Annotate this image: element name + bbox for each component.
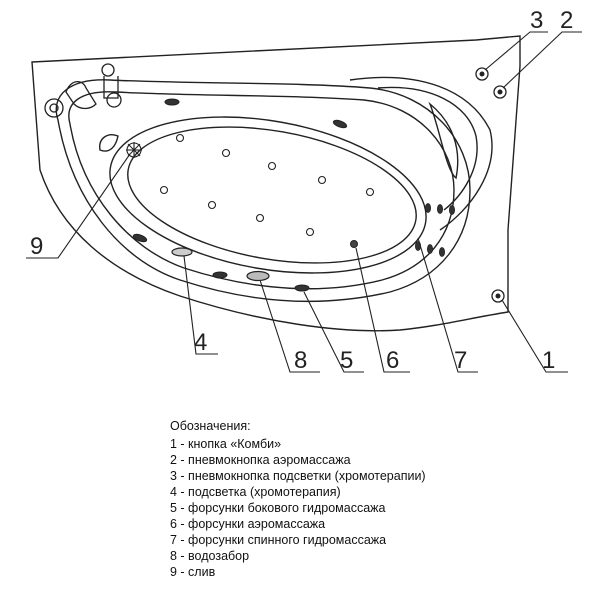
callout-label-3: 3: [530, 7, 543, 34]
side-nozzle-icon: [132, 233, 148, 243]
back-nozzle-icon: [438, 247, 445, 257]
backrest: [349, 76, 493, 231]
overflow-inner-icon: [49, 103, 59, 113]
aero-nozzle-icon: [255, 213, 265, 223]
leader-line-2: [502, 31, 582, 89]
legend-item: 8 - водозабор: [170, 549, 250, 563]
side-nozzle-icon: [294, 284, 310, 292]
leader-line-7: [417, 237, 478, 373]
backrest-groove: [428, 101, 459, 180]
legend-item: 2 - пневмокнопка аэромассажа: [170, 453, 351, 467]
back-nozzle-icon: [426, 244, 433, 254]
callout-label-8: 8: [294, 347, 307, 374]
bathtub-rim: [55, 79, 471, 303]
leader-line-1: [501, 299, 568, 373]
leader-line-3: [484, 31, 548, 71]
back-nozzle-icon: [424, 203, 431, 213]
side-nozzle-icon: [164, 98, 180, 106]
leader-line-5: [303, 291, 364, 373]
side-nozzle-icon: [212, 271, 228, 279]
aero-nozzle-icon: [175, 133, 185, 143]
legend: Обозначения: 1 - кнопка «Комби» 2 - пнев…: [170, 418, 426, 580]
leader-line-6: [355, 247, 410, 373]
aero-nozzle-icon: [267, 161, 277, 171]
aero-nozzle-icon: [317, 175, 327, 185]
drain-headrest: [99, 134, 119, 152]
backrest-inner: [377, 86, 478, 211]
backlight-lamp-icon: [171, 247, 193, 257]
bathtub-outer-outline: [31, 35, 521, 332]
legend-item: 4 - подсветка (хромотерапия): [170, 485, 341, 499]
aero-nozzle-marked-icon: [350, 240, 358, 248]
bathtub-rim-inner: [68, 91, 455, 290]
faucet-icon: [65, 81, 97, 110]
legend-title: Обозначения:: [170, 419, 251, 433]
aero-nozzle-icon: [365, 187, 375, 197]
bathtub-diagram: 3 2 9 4 8 5 6 7 1: [26, 7, 582, 374]
aero-nozzle-icon: [305, 227, 315, 237]
aero-nozzle-icon: [207, 200, 217, 210]
bathtub-basin-floor: [127, 126, 417, 264]
legend-item: 5 - форсунки бокового гидромассажа: [170, 501, 386, 515]
callout-label-4: 4: [194, 329, 207, 356]
leader-line-4: [183, 255, 218, 355]
mixer-knob-icon: [101, 63, 115, 77]
callout-label-6: 6: [386, 347, 399, 374]
callout-label-7: 7: [454, 347, 467, 374]
mixer-body-icon: [103, 76, 119, 99]
mixer-base-icon: [106, 92, 122, 108]
callout-label-1: 1: [542, 347, 555, 374]
back-nozzle-icon: [448, 205, 455, 215]
leader-line-8: [259, 279, 320, 373]
aero-nozzle-icon: [159, 185, 169, 195]
legend-item: 1 - кнопка «Комби»: [170, 437, 282, 451]
overflow-icon: [44, 98, 64, 118]
side-nozzle-icon: [332, 119, 348, 129]
bathtub-basin: [109, 116, 427, 274]
water-intake-icon: [246, 270, 270, 282]
back-nozzle-icon: [436, 204, 443, 214]
legend-item: 7 - форсунки спинного гидромассажа: [170, 533, 387, 547]
callout-label-2: 2: [560, 7, 573, 34]
legend-item: 9 - слив: [170, 565, 216, 579]
leader-line-9: [26, 153, 131, 259]
legend-item: 6 - форсунки аэромассажа: [170, 517, 326, 531]
callout-label-9: 9: [30, 233, 43, 260]
callout-label-5: 5: [340, 347, 353, 374]
aero-nozzle-icon: [221, 148, 231, 158]
legend-item: 3 - пневмокнопка подсветки (хромотерапии…: [170, 469, 426, 483]
